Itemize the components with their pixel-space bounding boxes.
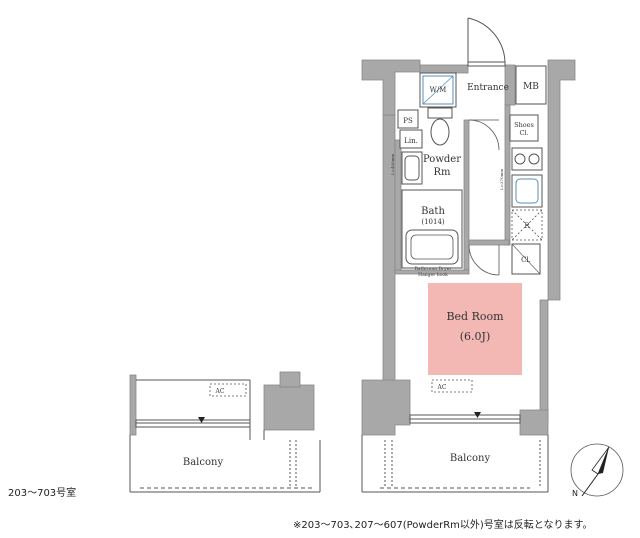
hanger-label: Bathroom Dryer: [414, 266, 452, 272]
wm-label: W/M: [430, 86, 447, 94]
inset-ac-unit: AC: [209, 383, 247, 397]
ac-unit: AC: [431, 379, 473, 393]
entry-marker-icon: [474, 412, 481, 418]
ps-box: [397, 109, 419, 129]
mb-label: MB: [523, 82, 539, 92]
wall-note-left: L=400mm: [390, 154, 395, 175]
door-swing-icon: [467, 17, 506, 67]
mb-room: MB: [515, 65, 547, 105]
linen-closet: [399, 129, 423, 149]
lin-label: Lin.: [404, 137, 418, 145]
r-label: R: [524, 222, 530, 230]
powder-room-label-2: Rm: [433, 167, 451, 178]
bath-label: Bath: [421, 206, 445, 217]
north-arrow-icon: N: [570, 443, 624, 498]
balcony-label: Balcony: [450, 453, 491, 464]
bedroom-size-label: (6.0J): [460, 330, 491, 343]
washing-machine: W/M: [419, 72, 457, 108]
powder-room-label: Powder: [423, 154, 461, 165]
ps-label: PS: [403, 117, 413, 125]
inset-lines: [129, 379, 321, 493]
toilet: [427, 107, 453, 146]
bathroom: [401, 189, 463, 269]
inset-entry-marker-icon: [198, 417, 205, 423]
shoes-label-2: Cl.: [519, 129, 528, 137]
bedroom-closet: Cl.: [511, 243, 541, 275]
inset-walls: [129, 371, 315, 436]
window-sash: [409, 414, 521, 424]
inset-balcony-label: Balcony: [183, 457, 224, 468]
bedroom-label: Bed Room: [446, 310, 504, 323]
kitchen-sink: [511, 174, 543, 208]
bedroom-highlight: [428, 283, 522, 375]
bath-size-label: (1014): [421, 218, 445, 226]
wall-note-right: L=370mm: [499, 169, 504, 190]
kitchen-stove: [511, 147, 543, 171]
interior-door-swings: [468, 119, 500, 276]
shoes-label: Shoes: [514, 121, 534, 129]
svg-text:N: N: [572, 489, 578, 498]
ac-label: AC: [437, 384, 447, 391]
inset-ac-label: AC: [215, 388, 225, 395]
reverse-layout-note: ※203〜703､207〜607(PowderRm以外)号室は反転となります。: [293, 520, 593, 531]
balcony-main: [361, 435, 549, 493]
entrance-label: Entrance: [467, 83, 509, 93]
powder-sink: [401, 151, 423, 185]
hanger-label-2: Hanger hook: [418, 272, 448, 278]
refrigerator-space: [511, 209, 543, 241]
main-walls: [361, 59, 576, 436]
cl-label: Cl.: [521, 256, 531, 264]
room-range-note: 203〜703号室: [8, 488, 77, 499]
shoes-closet: Shoes Cl.: [509, 114, 539, 142]
